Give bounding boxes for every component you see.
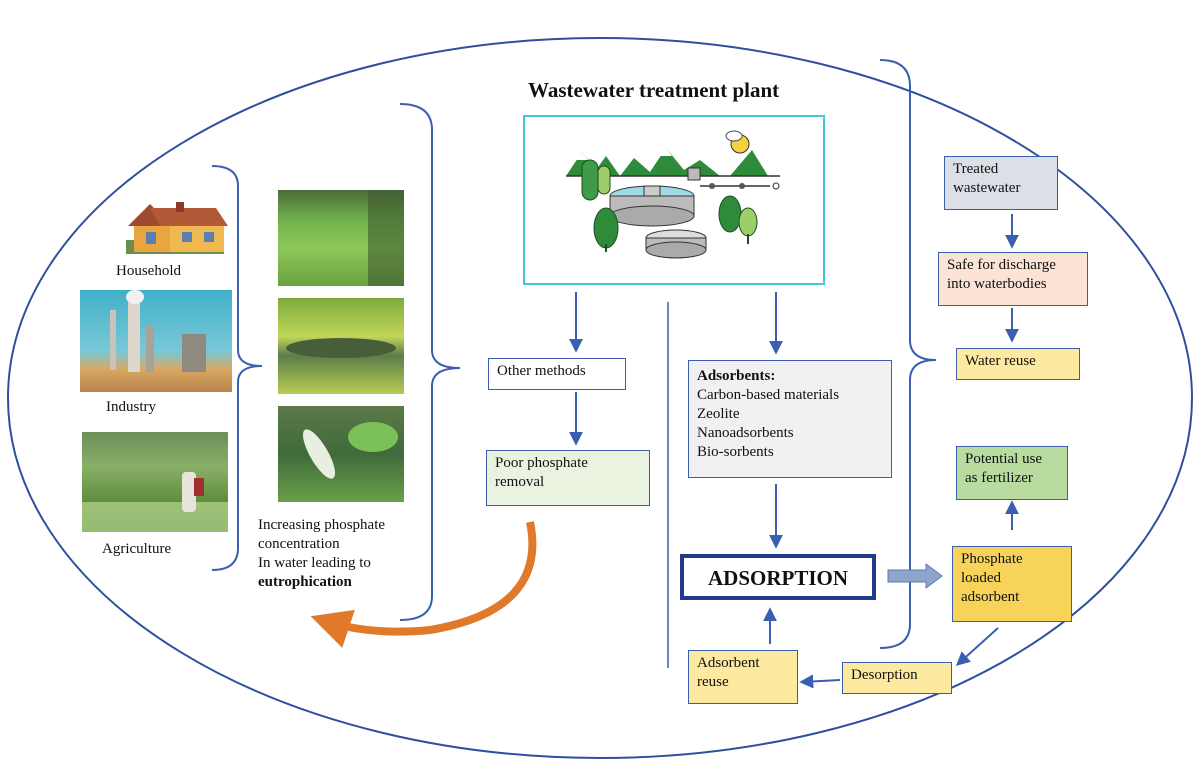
eutrophication-brace <box>399 103 461 621</box>
adsorbent-item: Bio-sorbents <box>697 444 774 460</box>
agriculture-image <box>82 432 228 532</box>
water-reuse-box: Water reuse <box>956 348 1080 380</box>
caption-line-4: eutrophication <box>258 574 352 590</box>
algae-pond-image-1 <box>278 190 404 286</box>
house-icon <box>126 202 228 254</box>
adsorbent-item: Zeolite <box>697 406 740 422</box>
desorption-box: Desorption <box>842 662 952 694</box>
household-label: Household <box>116 263 181 279</box>
sources-brace <box>211 165 263 571</box>
algae-pond-image-2 <box>278 298 404 394</box>
adsorbent-reuse-line-1: Adsorbent <box>697 655 760 671</box>
other-methods-box: Other methods <box>488 358 626 390</box>
phosphate-loaded-line-1: Phosphate <box>961 551 1023 567</box>
wwtp-illustration <box>566 130 780 259</box>
poor-removal-line-1: Poor phosphate <box>495 455 588 471</box>
phosphate-loaded-box: Phosphate loaded adsorbent <box>952 546 1072 622</box>
eutrophication-return-arrow <box>310 521 537 648</box>
safe-line-2: into waterbodies <box>947 276 1047 292</box>
industry-label: Industry <box>106 399 156 415</box>
other-methods-label: Other methods <box>497 363 586 379</box>
arrow-adsorption-to-loaded <box>887 563 943 589</box>
diagram-title: Wastewater treatment plant <box>528 78 780 102</box>
arrow-loaded-to-desorption <box>955 627 999 666</box>
fertilizer-line-2: as fertilizer <box>965 470 1033 486</box>
poor-removal-line-2: removal <box>495 474 545 490</box>
treated-line-2: wastewater <box>953 180 1021 196</box>
treated-line-1: Treated <box>953 161 999 177</box>
safe-discharge-box: Safe for discharge into waterbodies <box>938 252 1088 306</box>
caption-line-1: Increasing phosphate <box>258 517 386 533</box>
poor-removal-box: Poor phosphate removal <box>486 450 650 506</box>
algae-pond-image-3 <box>278 406 404 502</box>
adsorbents-heading: Adsorbents: <box>697 368 776 384</box>
phosphate-loaded-line-2: loaded <box>961 570 1001 586</box>
fertilizer-box: Potential use as fertilizer <box>956 446 1068 500</box>
fertilizer-line-1: Potential use <box>965 451 1043 467</box>
adsorption-label: ADSORPTION <box>707 566 849 590</box>
phosphate-loaded-line-3: adsorbent <box>961 589 1020 605</box>
adsorbents-box: Adsorbents: Carbon-based materials Zeoli… <box>688 360 892 478</box>
arrow-desorption-to-reuse <box>799 674 841 689</box>
outcome-brace <box>879 59 937 649</box>
adsorbent-item: Carbon-based materials <box>697 387 840 403</box>
adsorbent-reuse-line-2: reuse <box>697 674 729 690</box>
outer-ellipse <box>7 37 1193 759</box>
industry-image <box>80 290 232 392</box>
water-reuse-label: Water reuse <box>965 353 1036 369</box>
caption-line-3: In water leading to <box>258 555 371 571</box>
adsorption-box: ADSORPTION <box>680 554 876 600</box>
adsorbent-item: Nanoadsorbents <box>697 425 794 441</box>
agriculture-label: Agriculture <box>102 541 172 557</box>
caption-line-2: concentration <box>258 536 340 552</box>
desorption-label: Desorption <box>851 667 918 683</box>
adsorbent-reuse-box: Adsorbent reuse <box>688 650 798 704</box>
safe-line-1: Safe for discharge <box>947 257 1056 273</box>
treated-wastewater-box: Treated wastewater <box>944 156 1058 210</box>
